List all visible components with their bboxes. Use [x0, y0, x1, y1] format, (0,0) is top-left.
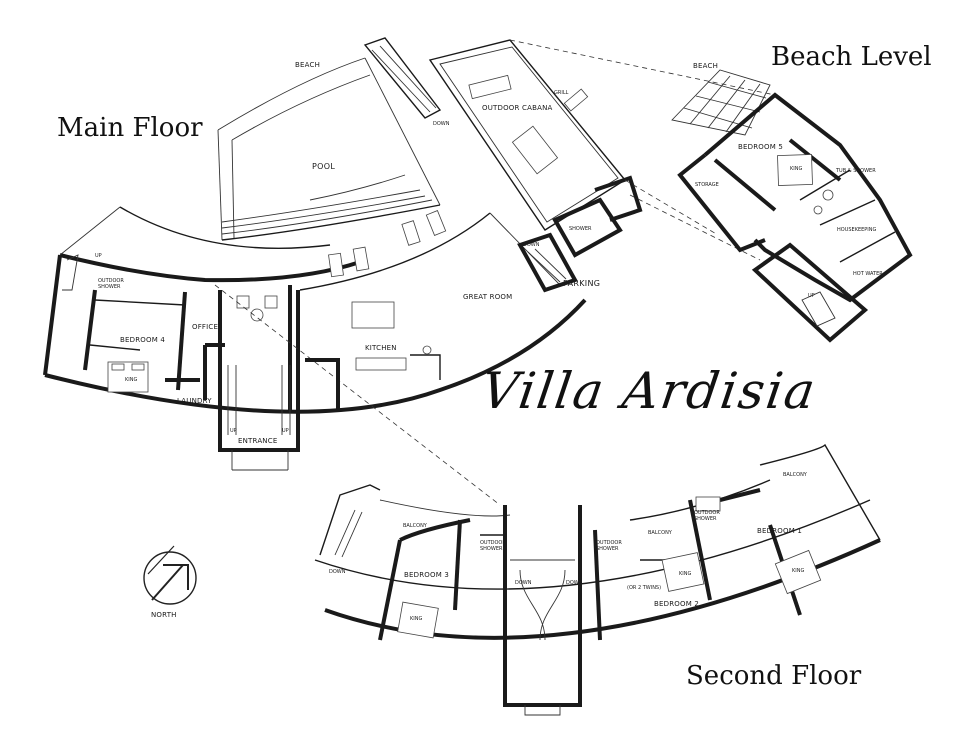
north-compass-graphic: [143, 545, 197, 605]
label-down-mid-left: DOWN: [515, 580, 532, 586]
label-down-mid-right: DOWN: [566, 580, 583, 586]
main-floor-title: Main Floor: [57, 113, 203, 143]
label-king-3: KING: [410, 616, 423, 622]
label-parking: PARKING: [563, 279, 601, 288]
second-floor-title: Second Floor: [686, 661, 862, 691]
main-floor-plan: [43, 37, 587, 506]
label-up-corner: UP: [95, 253, 102, 259]
label-laundry: LAUNDRY: [177, 397, 212, 405]
second-floor-plan: [314, 443, 881, 716]
label-kitchen: KITCHEN: [365, 344, 397, 352]
label-balcony-mid: BALCONY: [648, 530, 672, 536]
label-beach-level-beach: BEACH: [693, 62, 719, 70]
label-storage: STORAGE: [695, 182, 719, 188]
label-up-beach: UP: [808, 293, 815, 299]
beach-level-plan: [671, 69, 913, 343]
label-outdoor-shower-mid: OUTDOOR SHOWER: [596, 540, 622, 552]
label-twins: (OR 2 TWINS): [627, 585, 662, 591]
villa-ardisia-title: Villa Ardisia: [477, 362, 821, 420]
label-hot-water: HOT WATER: [853, 271, 883, 277]
label-bedroom-4: BEDROOM 4: [120, 336, 166, 344]
label-shower: SHOWER: [569, 226, 592, 232]
label-bedroom-2: BEDROOM 2: [654, 600, 700, 608]
label-bedroom-5: BEDROOM 5: [738, 143, 784, 151]
label-bedroom-1: BEDROOM 1: [757, 527, 803, 535]
label-beach-main: BEACH: [295, 61, 321, 69]
label-down-stair: DOWN: [523, 242, 540, 248]
label-king-4: KING: [125, 377, 138, 383]
label-balcony-left: BALCONY: [403, 523, 427, 529]
label-outdoor-cabana: OUTDOOR CABANA: [482, 104, 553, 112]
outdoor-cabana-plan: [428, 39, 776, 293]
beach-level-title: Beach Level: [771, 42, 932, 72]
north-label: NORTH: [151, 611, 177, 619]
label-grill: GRILL: [554, 90, 569, 96]
label-king-5: KING: [790, 166, 803, 172]
label-king-1: KING: [792, 568, 805, 574]
label-down-cabana: DOWN: [433, 121, 450, 127]
label-outdoor-shower-main: OUTDOOR SHOWER: [98, 278, 124, 290]
label-housekeeping: HOUSEKEEPING: [837, 227, 877, 233]
label-great-room: GREAT ROOM: [463, 293, 513, 301]
label-outdoor-shower-right: OUTDOOR SHOWER: [694, 510, 720, 522]
label-entrance: ENTRANCE: [238, 437, 278, 445]
label-down-left: DOWN: [329, 569, 346, 575]
label-tub-shower: TUB & SHOWER: [836, 168, 876, 174]
label-office: OFFICE: [192, 323, 219, 331]
label-outdoor-shower-left: OUTDOOR SHOWER: [480, 540, 506, 552]
label-up-entrance-right: UP: [282, 428, 289, 434]
label-bedroom-3: BEDROOM 3: [404, 571, 450, 579]
label-up-entrance-left: UP: [230, 428, 237, 434]
label-king-2: KING: [679, 571, 692, 577]
label-balcony-right: BALCONY: [783, 472, 807, 478]
label-pool: POOL: [312, 162, 336, 171]
